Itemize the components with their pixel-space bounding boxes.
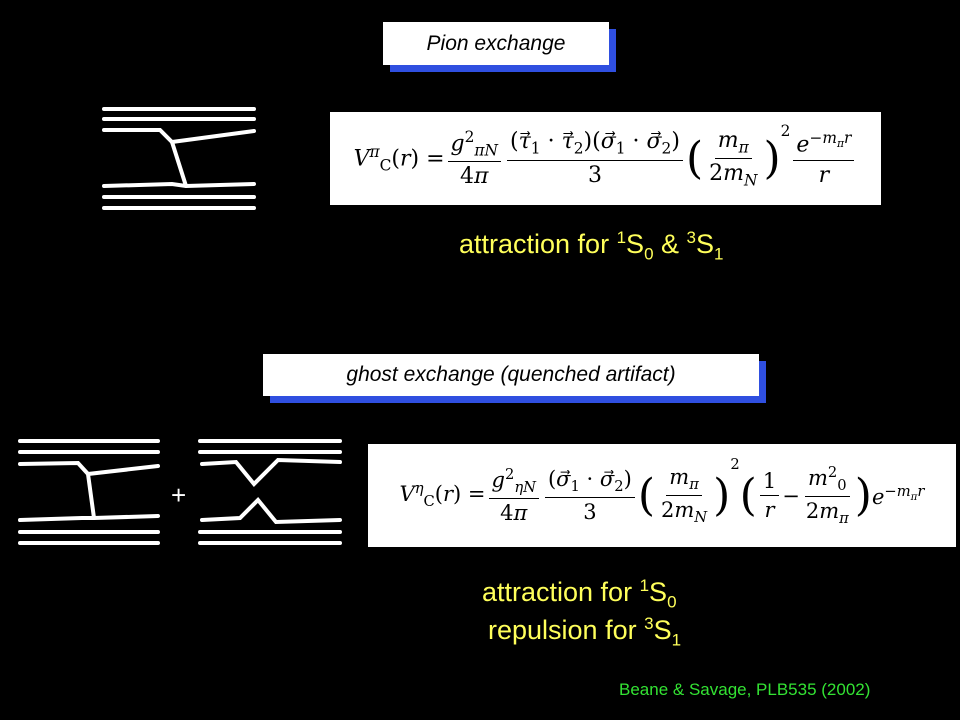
pion-exchange-diagram bbox=[102, 107, 256, 210]
plus-sign: + bbox=[171, 480, 187, 510]
ghost-caption-repulsion: repulsion for 3S1 bbox=[488, 614, 682, 650]
pion-exchange-label: Pion exchange bbox=[383, 22, 609, 65]
ghost-crossing-diagram bbox=[18, 439, 160, 545]
ghost-caption-attraction: attraction for 1S0 bbox=[482, 576, 677, 612]
pion-caption: attraction for 1S0 & 3S1 bbox=[459, 228, 724, 264]
citation: Beane & Savage, PLB535 (2002) bbox=[619, 680, 871, 699]
ghost-annihilation-diagram bbox=[198, 439, 342, 545]
ghost-exchange-label: ghost exchange (quenched artifact) bbox=[263, 354, 759, 396]
